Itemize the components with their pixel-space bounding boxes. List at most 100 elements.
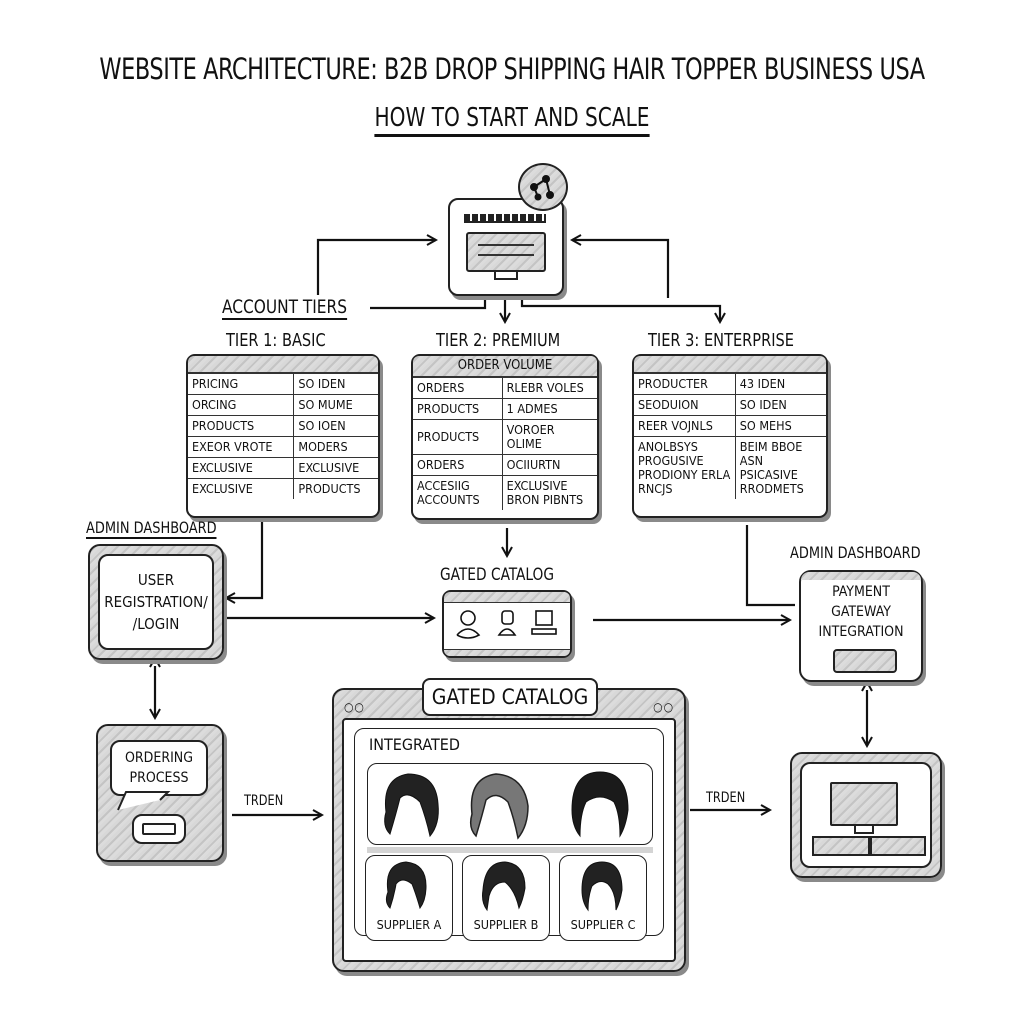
arrow-tiers-to-top-left — [316, 240, 436, 295]
payment-button[interactable] — [833, 649, 897, 673]
tier-feature-cell: PRODUCTS — [188, 415, 295, 437]
keyboard-right — [870, 836, 926, 856]
gated-catalog-small-bottom-bar — [444, 649, 570, 656]
payment-gateway-top-bar — [801, 572, 921, 580]
tier-value-cell: VOROER OLIME — [502, 419, 597, 455]
tier-feature-cell: SEODUION — [634, 394, 736, 416]
user-registration-login-label: USER REGISTRATION/ /LOGIN — [98, 554, 214, 650]
gated-catalog-small-label: GATED CATALOG — [440, 565, 555, 585]
tier-feature-cell: EXCLUSIVE — [188, 457, 295, 479]
gated-catalog-window[interactable]: ○○ ○○ GATED CATALOG INTEGRATED — [332, 678, 686, 972]
tier-feature-cell: PRODUCTER — [634, 374, 736, 395]
tier-value-cell: MODERS — [293, 436, 378, 458]
website-node[interactable] — [448, 198, 564, 296]
ordering-process-bubble: ORDERING PROCESS — [110, 740, 208, 796]
user-icon — [456, 610, 481, 639]
nav-bar-glyphs — [464, 214, 546, 223]
tier-1-header — [188, 356, 378, 374]
tier-value-cell: SO MUME — [293, 394, 378, 416]
tier-value-cell: OCIIURTN — [502, 454, 597, 476]
supplier-card[interactable]: SUPPLIER C — [559, 855, 647, 941]
tier-feature-cell: EXCLUSIVE — [188, 478, 295, 499]
ordering-process-box[interactable]: ORDERING PROCESS — [96, 724, 224, 862]
catalog-arrow-label: TRDEN — [706, 790, 746, 806]
supplier-row: SUPPLIER A SUPPLIER B SUPPLIER C — [365, 855, 655, 941]
tier-3-header — [634, 356, 826, 374]
tier-value-cell: BEIM BBOE ASN PSICASIVE RRODMETS — [735, 436, 826, 499]
payment-gateway-box[interactable]: PAYMENT GATEWAY INTEGRATION — [799, 570, 923, 682]
gated-catalog-small-icons — [456, 610, 557, 639]
arrow-top-to-tier3 — [520, 296, 720, 322]
bob-topper — [571, 771, 629, 838]
line-tier3-to-payment — [745, 525, 795, 607]
desktop-stand — [854, 824, 874, 834]
integrated-label: INTEGRATED — [369, 735, 460, 754]
window-controls-right: ○○ — [653, 700, 674, 714]
ordering-arrow-label: TRDEN — [244, 793, 284, 809]
integrated-section: INTEGRATED SUPPLIER A SUPPLIER B SUPP — [354, 728, 664, 941]
tier-1-title: TIER 1: BASIC — [226, 330, 326, 351]
featured-topper-images — [384, 771, 629, 840]
desktop-computer-icon — [800, 762, 932, 868]
supplier-topper-image — [581, 861, 623, 912]
tier-2-title: TIER 2: PREMIUM — [436, 330, 561, 351]
curly-highlighted-topper — [469, 773, 529, 840]
keyboard-left — [812, 836, 870, 856]
computer-monitor-icon — [466, 232, 546, 272]
tier-value-cell: EXCLUSIVE — [293, 457, 378, 479]
page-subtitle: HOW TO START AND SCALE — [72, 103, 953, 137]
monitor-stand — [494, 270, 518, 280]
payment-gateway-label: PAYMENT GATEWAY INTEGRATION — [818, 584, 904, 640]
tier-3-title: TIER 3: ENTERPRISE — [648, 330, 794, 351]
desktop-computer-node[interactable] — [790, 752, 942, 878]
gated-catalog-small-top-bar — [444, 592, 570, 603]
tier-feature-cell: PRODUCTS — [413, 419, 503, 455]
admin-dashboard-right-label: ADMIN DASHBOARD — [790, 543, 921, 562]
tier-feature-cell: REER VOJNLS — [634, 415, 736, 437]
tier-feature-cell: PRICING — [188, 374, 295, 395]
wavy-dark-topper — [384, 773, 439, 838]
tier-value-cell: RLEBR VOLES — [506, 380, 584, 395]
gated-catalog-small-box[interactable] — [442, 590, 572, 658]
arrow-tier1-to-registration — [226, 522, 264, 598]
tier-feature-cell: ORCING — [188, 394, 295, 416]
gated-catalog-title-tab: GATED CATALOG — [422, 678, 598, 716]
user-registration-login-box[interactable]: USER REGISTRATION/ /LOGIN — [88, 544, 224, 660]
featured-toppers-row — [367, 763, 653, 845]
tier-value-cell: 1 ADMES — [502, 398, 597, 420]
supplier-topper-image — [385, 861, 427, 910]
supplier-card[interactable]: SUPPLIER B — [462, 855, 550, 941]
featured-divider-shadow — [367, 847, 653, 853]
arrow-tier3-to-top-right — [572, 240, 670, 298]
tier-2-header: ORDER VOLUME — [413, 356, 597, 378]
tier-feature-cell: PRODUCTS — [413, 398, 503, 420]
tier-value-cell: 43 IDEN — [739, 376, 786, 391]
supplier-card[interactable]: SUPPLIER A — [365, 855, 453, 941]
tier-feature-cell: ORDERS — [413, 378, 503, 399]
computer-icon — [531, 610, 557, 635]
tier-value-cell: EXCLUSIVE BRON PIBNTS — [502, 475, 597, 510]
supplier-label: SUPPLIER C — [570, 917, 636, 932]
line-top-to-account-tiers — [370, 296, 487, 310]
supplier-label: SUPPLIER B — [473, 917, 539, 932]
tier-value-cell: SO IDEN — [298, 376, 346, 391]
tier-feature-cell: ANOLBSYS PROGUSIVE PRODIONY ERLA RNCJS — [634, 436, 736, 499]
page-title: WEBSITE ARCHITECTURE: B2B DROP SHIPPING … — [99, 52, 925, 86]
window-controls-left: ○○ — [344, 700, 365, 714]
